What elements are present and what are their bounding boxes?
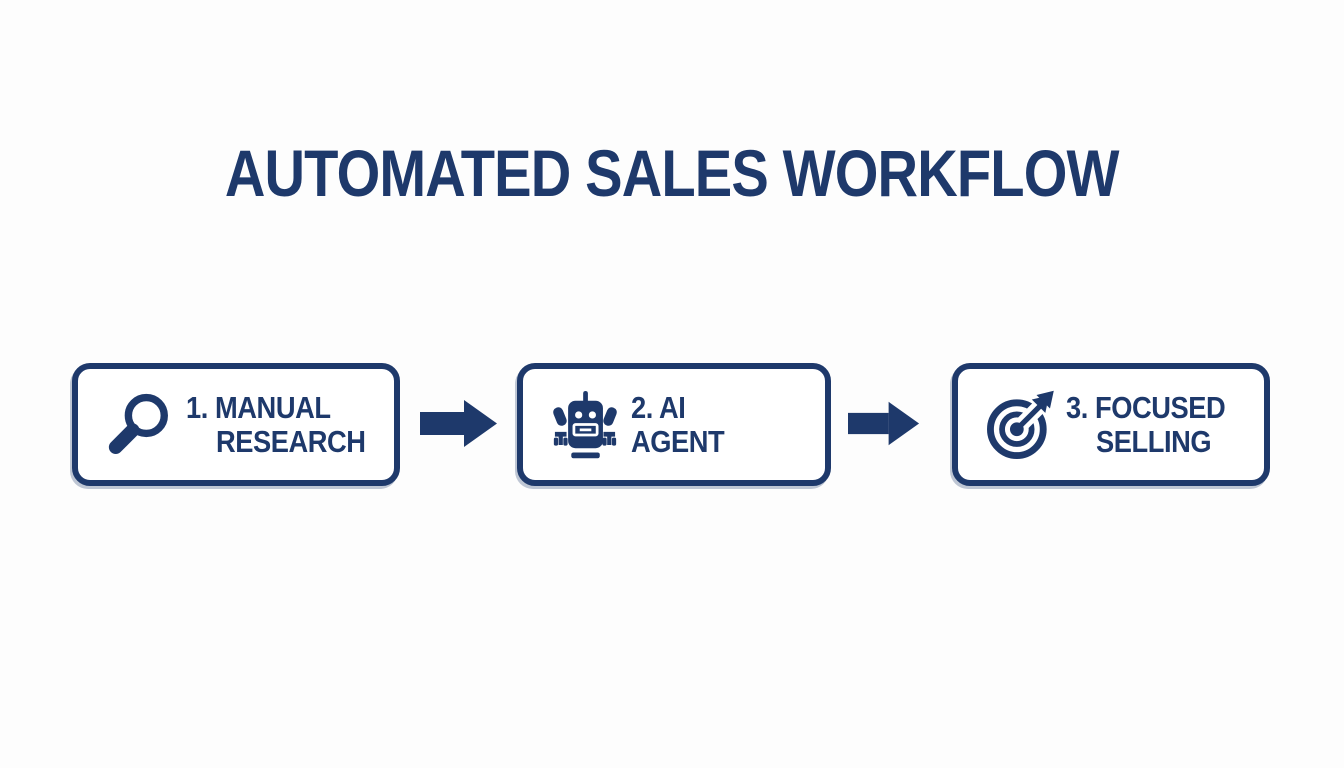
step-label-line-2: AGENT: [631, 423, 725, 459]
step-label-line-1: 2. AI: [631, 389, 686, 425]
step-label-ai-agent: 2. AI AGENT: [631, 389, 737, 459]
step-label-focused-selling: 3. FOCUSED SELLING: [1066, 389, 1247, 459]
target-dart-icon: [982, 387, 1058, 463]
step-label-manual-research: 1. MANUAL RESEARCH: [186, 389, 386, 459]
step-label-line-1: 1. MANUAL: [186, 389, 331, 425]
title-container: AUTOMATED SALES WORKFLOW: [0, 140, 1344, 206]
step-label-line-2: SELLING: [1096, 423, 1212, 459]
robot-icon: [547, 387, 623, 463]
step-box-manual-research: 1. MANUAL RESEARCH: [72, 363, 400, 486]
arrow-right-icon: [420, 395, 498, 452]
magnifying-glass-icon: [102, 387, 178, 463]
step-label-line-2: RESEARCH: [216, 423, 366, 459]
step-label-line-1: 3. FOCUSED: [1066, 389, 1226, 425]
step-box-ai-agent: 2. AI AGENT: [517, 363, 831, 486]
page-title: AUTOMATED SALES WORKFLOW: [225, 136, 1120, 210]
arrow-right-icon: [848, 395, 920, 452]
step-box-focused-selling: 3. FOCUSED SELLING: [952, 363, 1270, 486]
